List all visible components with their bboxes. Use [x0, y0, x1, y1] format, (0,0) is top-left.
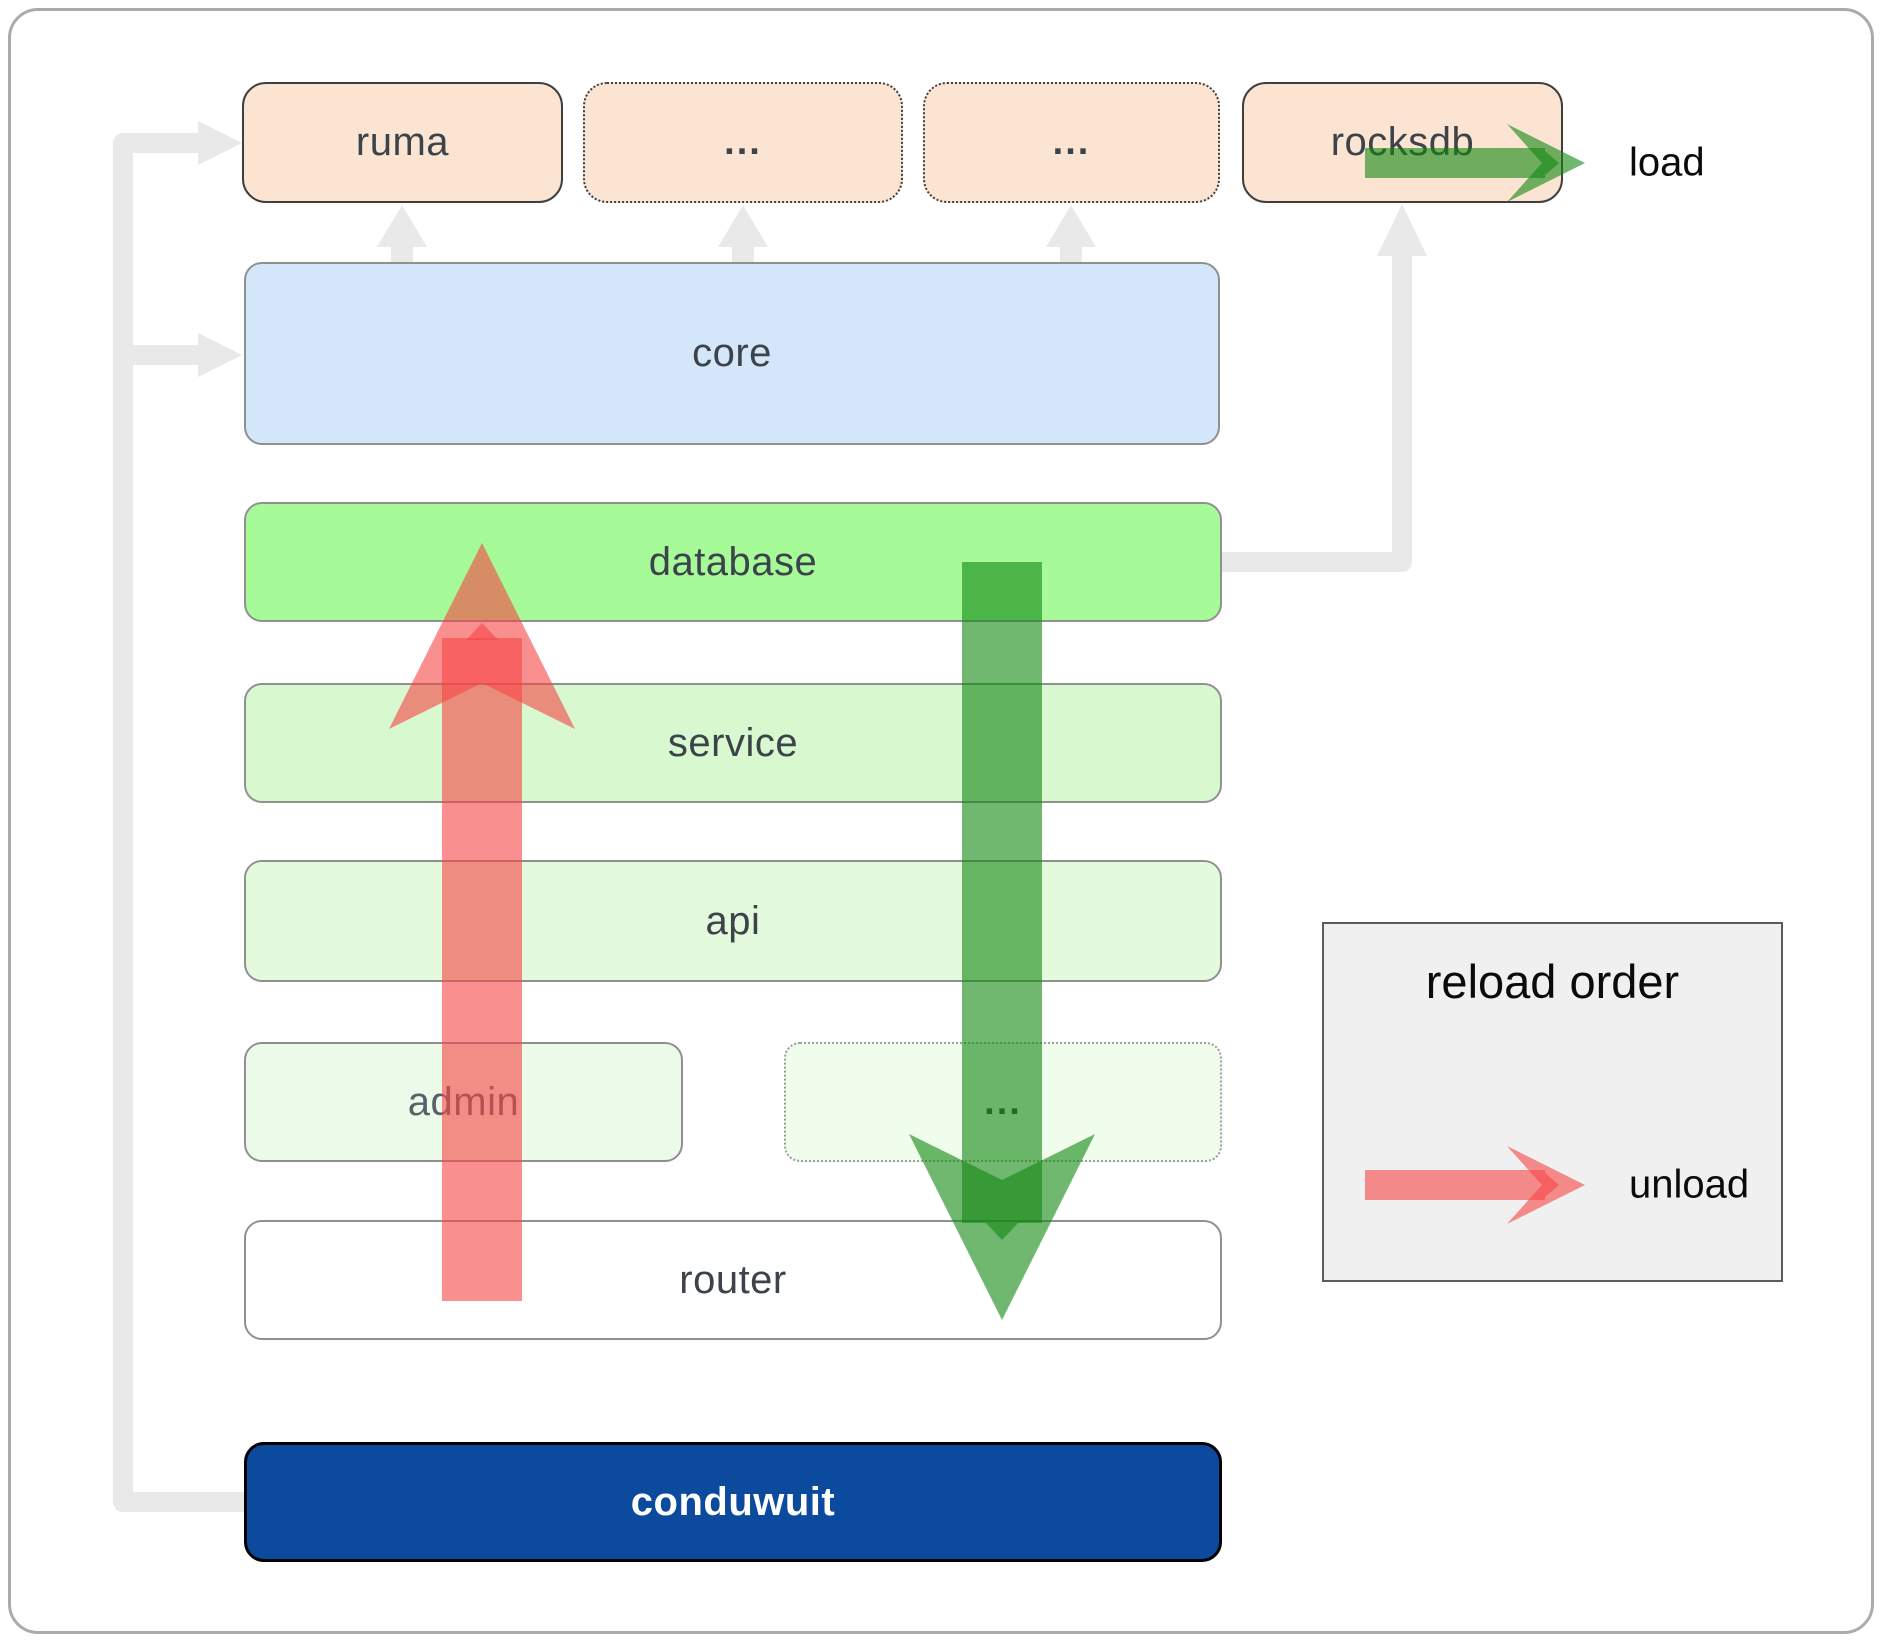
unload-arrow-icon	[1365, 1146, 1585, 1224]
node-top-ellipsis-1: ...	[583, 82, 903, 203]
node-database: database	[244, 502, 1222, 622]
node-router-label: router	[679, 1257, 787, 1302]
outer-frame	[8, 8, 1874, 1634]
legend-load-label: load	[1629, 140, 1705, 185]
node-database-label: database	[648, 539, 818, 584]
node-admin-ellipsis-label: ...	[984, 1080, 1022, 1123]
node-router: router	[244, 1220, 1222, 1340]
legend-title: reload order	[1425, 955, 1680, 1008]
node-admin: admin	[244, 1042, 683, 1162]
legend: reload order load unload	[1322, 124, 1783, 1282]
node-service-label: service	[667, 720, 799, 765]
node-core: core	[244, 262, 1220, 445]
legend-unload-label: unload	[1629, 1162, 1750, 1207]
node-top-ellipsis-2: ...	[923, 82, 1220, 203]
load-arrow-icon	[1365, 124, 1585, 202]
node-admin-ellipsis: ...	[784, 1042, 1222, 1162]
node-core-label: core	[692, 331, 772, 375]
node-top-ellipsis-1-label: ...	[724, 121, 762, 163]
node-api: api	[244, 860, 1222, 982]
node-admin-label: admin	[407, 1079, 520, 1124]
node-rocksdb: rocksdb	[1242, 82, 1563, 203]
node-conduwuit: conduwuit	[244, 1442, 1222, 1562]
legend-item-unload: unload	[1324, 1145, 1781, 1225]
node-service: service	[244, 683, 1222, 803]
node-ruma-label: ruma	[355, 120, 450, 164]
node-top-ellipsis-2-label: ...	[1052, 121, 1091, 163]
legend-item-load: load	[1324, 123, 1781, 203]
node-conduwuit-label: conduwuit	[630, 1479, 836, 1524]
node-api-label: api	[705, 898, 761, 943]
node-ruma: ruma	[242, 82, 563, 203]
